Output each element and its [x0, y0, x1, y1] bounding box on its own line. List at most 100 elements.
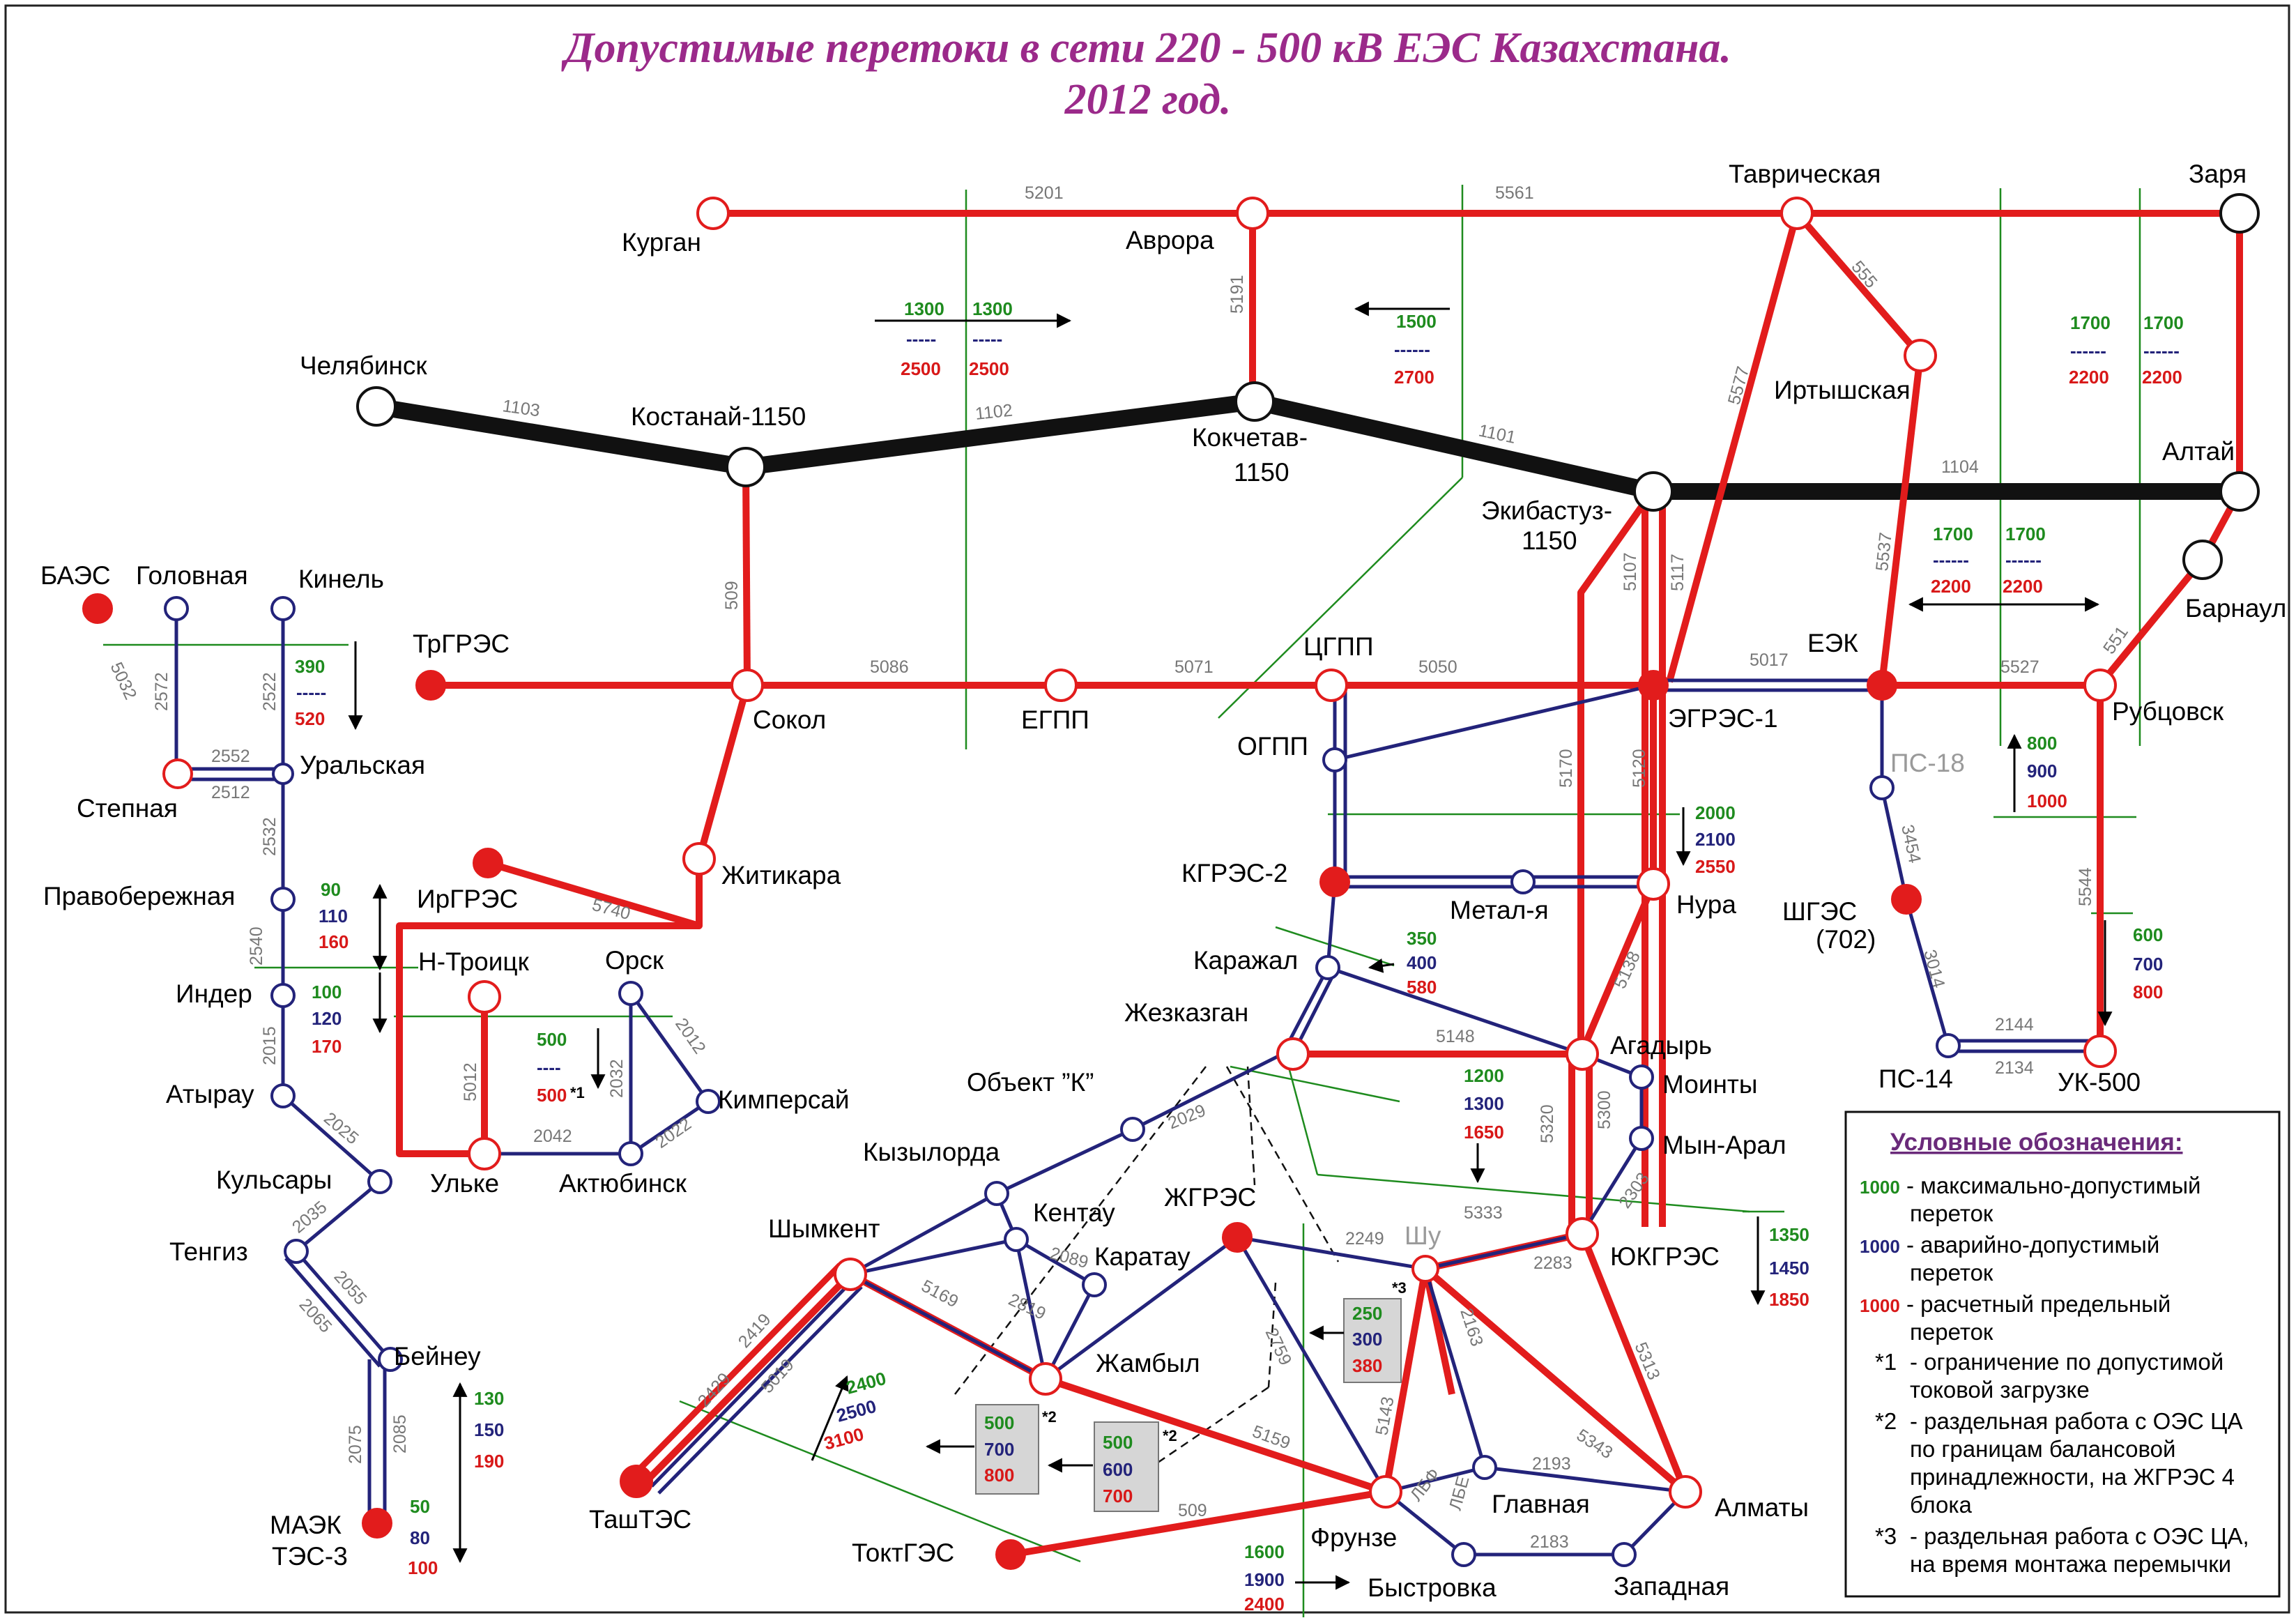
line-label: 1104: [1941, 457, 1979, 477]
node-kostanay: Костанай-1150: [631, 402, 806, 431]
flow-box-zhambyl-a: [975, 1404, 1039, 1495]
legend-note-line: блока: [1910, 1492, 1973, 1518]
legend-note-mark: *3: [1875, 1523, 1897, 1549]
flow-emergency: 120: [312, 1008, 342, 1029]
node-stepnaya: Степная: [77, 794, 178, 823]
node-uralskaya: Уральская: [300, 751, 425, 779]
node-kokchetav-2: 1150: [1234, 458, 1289, 487]
flow-allowable: 1700: [1933, 524, 1973, 544]
node-uk500: УК-500: [2058, 1068, 2141, 1097]
flow-limit: 2200: [1931, 576, 1971, 597]
node-kyzylorda: Кызылорда: [863, 1138, 1000, 1166]
flow-emergency: 700: [2133, 954, 2163, 975]
line-label: 5169: [918, 1276, 961, 1312]
flow-emergency: 150: [474, 1419, 504, 1440]
node-ogpp: ОГПП: [1237, 732, 1308, 761]
flow-limit: 2700: [1394, 367, 1434, 388]
node-irgres: ИрГРЭС: [417, 885, 518, 913]
line-label: 2163: [1456, 1306, 1487, 1349]
flow-note: *2: [1163, 1427, 1177, 1444]
flow-allowable: 500: [984, 1412, 1014, 1433]
node-zhambyl: Жамбыл: [1096, 1349, 1200, 1377]
node-beyneu: Бейнеу: [394, 1342, 481, 1371]
node-nura: Нура: [1676, 890, 1736, 919]
line-label: 5537: [1872, 531, 1896, 572]
node-kokchetav-1: Кокчетав-: [1192, 423, 1308, 452]
flow-limit: 2500: [901, 358, 941, 379]
line-label: 3454: [1897, 823, 1924, 864]
lines-1150kv: [368, 393, 2248, 500]
flow-limit: 160: [319, 931, 349, 952]
legend-note-mark: *1: [1875, 1349, 1897, 1375]
flow-box-shu: [1343, 1298, 1402, 1383]
flow-allowable: 350: [1407, 928, 1437, 949]
legend-limit-text: - расчетный предельный: [1906, 1291, 2171, 1317]
node-obekt-k: Объект ”К”: [967, 1068, 1094, 1097]
flow-allowable: 2400: [844, 1368, 889, 1398]
flow-note: *3: [1392, 1279, 1407, 1297]
node-rubtsovsk: Рубцовск: [2112, 697, 2224, 726]
flow-emergency: 80: [410, 1527, 430, 1548]
line-label: 2540: [247, 926, 266, 966]
legend: Условные обозначения: 1000 - максимально…: [1844, 1111, 2281, 1598]
line-label: 2035: [289, 1197, 331, 1237]
svg-text:------: ------: [1933, 549, 1969, 570]
flow-allowable: 1500: [1396, 311, 1437, 332]
line-label: 5107: [1621, 552, 1640, 591]
flow-allowable: 1600: [1244, 1541, 1285, 1562]
legend-emergency-text2: переток: [1910, 1260, 1993, 1285]
node-baes: БАЭС: [40, 561, 111, 590]
line-label: 5740: [590, 895, 632, 924]
node-atyrau: Атырау: [166, 1080, 254, 1108]
flow-allowable: 800: [2027, 733, 2057, 754]
flow-limit: 2500: [969, 358, 1009, 379]
line-label: 2085: [390, 1414, 410, 1453]
node-kentau: Кентау: [1033, 1198, 1115, 1227]
flow-emergency: 2500: [834, 1396, 879, 1426]
node-frunze: Фрунзе: [1310, 1523, 1397, 1552]
legend-allowable-text: - максимально-допустимый: [1906, 1173, 2201, 1198]
legend-limit-value: 1000: [1860, 1295, 1900, 1316]
line-label: 5201: [1025, 183, 1064, 203]
node-yukgres: ЮКГРЭС: [1610, 1242, 1720, 1271]
line-label: 5012: [461, 1062, 480, 1101]
svg-text:------: ------: [1394, 339, 1430, 360]
node-kinel: Кинель: [298, 565, 384, 593]
flow-allowable: 500: [537, 1029, 567, 1050]
legend-allowable-value: 1000: [1860, 1177, 1900, 1198]
node-tengiz: Тенгиз: [169, 1237, 248, 1266]
node-tashtes: ТашТЭС: [589, 1505, 691, 1534]
line-label: 1102: [974, 401, 1013, 424]
node-pravoberezhnaya: Правобережная: [43, 882, 235, 910]
flow-limit: 580: [1407, 977, 1437, 998]
legend-emergency-value: 1000: [1860, 1236, 1900, 1257]
svg-text:----: ----: [537, 1057, 561, 1078]
line-label: 5017: [1750, 650, 1789, 670]
node-almaty: Алматы: [1715, 1493, 1809, 1522]
line-label: 5561: [1495, 183, 1534, 203]
lines-tashtes: [634, 1262, 863, 1495]
flow-emergency: 300: [1352, 1329, 1382, 1350]
flow-emergency: 900: [2027, 761, 2057, 781]
svg-text:-----: -----: [972, 328, 1002, 349]
node-maek-2: ТЭС-3: [272, 1542, 348, 1571]
flow-allowable: 1300: [904, 298, 944, 319]
node-egpp: ЕГПП: [1021, 705, 1089, 734]
flow-emergency: 110: [319, 906, 348, 926]
line-label: 2572: [152, 672, 171, 711]
line-label: 2012: [671, 1014, 710, 1058]
line-label: 5527: [2000, 657, 2039, 677]
line-label: 2025: [320, 1108, 362, 1148]
flow-limit: 2400: [1244, 1594, 1285, 1615]
node-ps14: ПС-14: [1878, 1064, 1953, 1093]
nodes: [82, 193, 2260, 1570]
flow-emergency: 1900: [1244, 1569, 1285, 1590]
line-label: 2283: [1533, 1253, 1572, 1273]
flow-emergency: 400: [1407, 952, 1437, 973]
line-label: 2055: [330, 1267, 371, 1308]
node-agadyr: Агадырь: [1610, 1031, 1712, 1060]
lines-220kv: [174, 609, 2100, 1557]
node-trgres: ТрГРЭС: [413, 629, 510, 658]
flow-limit: 2200: [2142, 367, 2182, 388]
node-tavricheskaya: Таврическая: [1729, 160, 1881, 188]
